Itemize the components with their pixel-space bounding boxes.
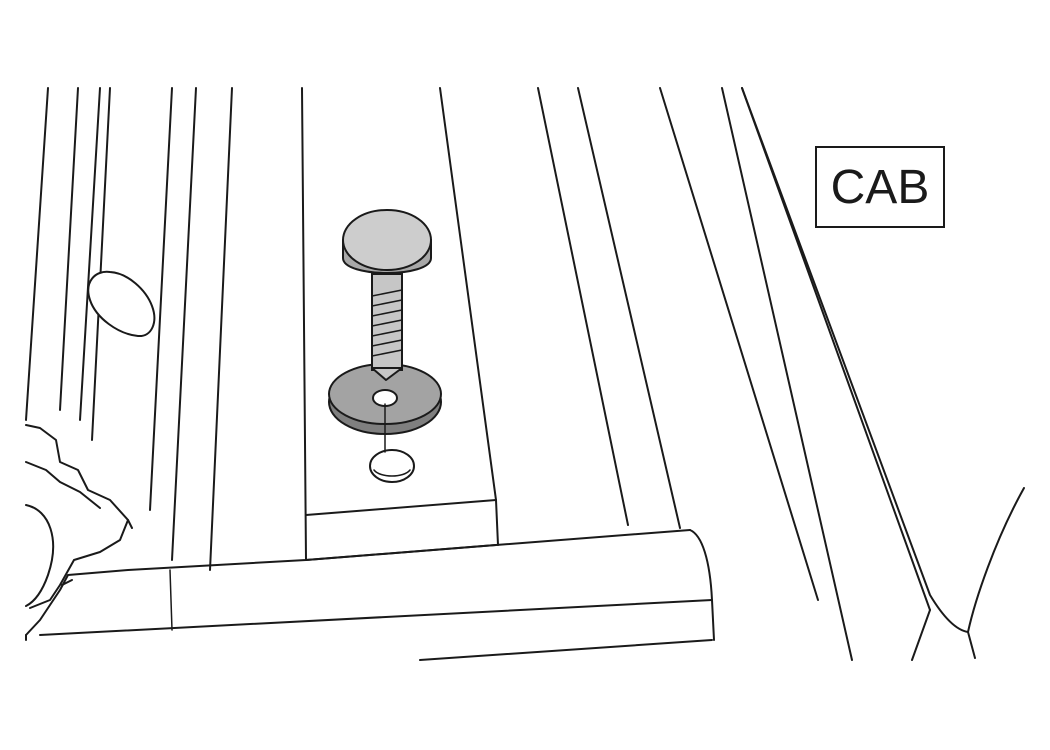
bolt-icon: [342, 209, 432, 381]
wall-bump-icon: [87, 270, 156, 338]
front-cross-rail: [25, 529, 715, 661]
right-rail-structure: [537, 87, 1025, 661]
washer-icon: [328, 363, 442, 453]
mounting-hole-icon: [369, 449, 415, 483]
left-rail-structure: [25, 87, 233, 609]
cab-label: CAB: [815, 146, 945, 228]
